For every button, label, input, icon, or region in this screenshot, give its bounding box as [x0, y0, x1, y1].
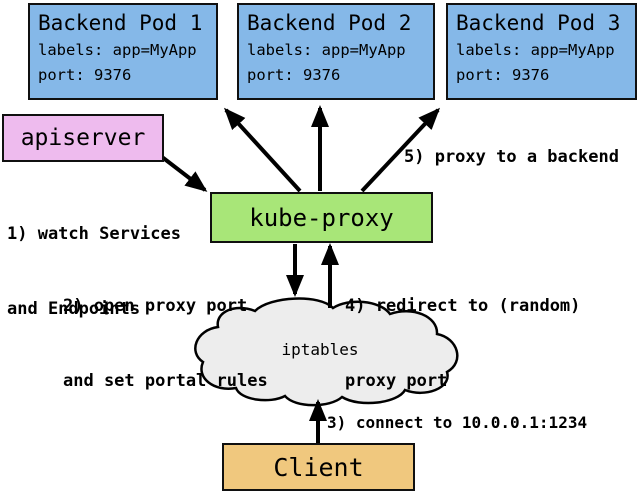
iptables-cloud	[194, 297, 459, 407]
pod-labels: labels: app=MyApp	[38, 41, 197, 59]
annotation-step4: 4) redirect to (random) proxy port	[345, 244, 580, 444]
pod-labels: labels: app=MyApp	[247, 41, 406, 59]
kube-proxy-label: kube-proxy	[249, 203, 394, 232]
backend-pod-2: Backend Pod 2 labels: app=MyApp port: 93…	[237, 3, 435, 100]
annotation-step2: 2) open proxy port and set portal rules	[63, 244, 268, 444]
annotation-step1-line2: and Endpoints	[7, 299, 141, 319]
arrow-kube-proxy-to-pod3	[360, 107, 441, 193]
apiserver-label: apiserver	[20, 125, 146, 151]
pod-title: Backend Pod 3	[456, 11, 621, 35]
kube-proxy-node: kube-proxy	[210, 192, 433, 243]
backend-pod-3: Backend Pod 3 labels: app=MyApp port: 93…	[446, 3, 637, 100]
client-label: Client	[273, 452, 364, 482]
pod-port: port: 9376	[247, 66, 341, 84]
annotation-step4-line1: 4) redirect to (random)	[345, 296, 581, 316]
backend-pod-1: Backend Pod 1 labels: app=MyApp port: 93…	[28, 3, 218, 100]
pod-title: Backend Pod 1	[38, 11, 203, 35]
arrow-apiserver-to-kube-proxy	[160, 155, 208, 192]
pod-title: Backend Pod 2	[247, 11, 412, 35]
annotation-step1: 1) watch Services and Endpoints	[7, 172, 181, 372]
annotation-step3: 3) connect to 10.0.0.1:1234	[327, 413, 588, 432]
annotation-step1-line1: 1) watch Services	[7, 224, 181, 244]
pod-labels: labels: app=MyApp	[456, 41, 615, 59]
arrow-kube-proxy-to-pod1	[223, 107, 302, 193]
apiserver-node: apiserver	[2, 114, 164, 162]
annotation-step5: 5) proxy to a backend	[404, 147, 619, 167]
annotation-step2-line2: and set portal rules	[63, 371, 268, 391]
pod-port: port: 9376	[456, 66, 550, 84]
annotation-step2-line1: 2) open proxy port	[63, 296, 248, 316]
pod-port: port: 9376	[38, 66, 132, 84]
iptables-label: iptables	[281, 340, 359, 359]
annotation-step4-line2: proxy port	[345, 371, 448, 391]
client-node: Client	[222, 443, 415, 491]
